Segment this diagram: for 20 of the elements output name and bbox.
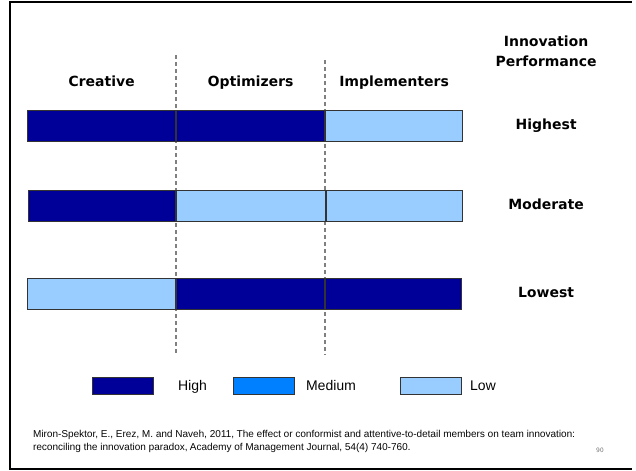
column-header: Implementers	[338, 74, 450, 90]
row-label: Highest	[514, 117, 578, 133]
bar-segment	[176, 190, 326, 222]
legend-label: High	[178, 377, 207, 393]
row-label: Moderate	[507, 197, 585, 213]
bar-segment	[176, 110, 325, 142]
bar-segment	[27, 110, 176, 142]
bar-segment	[28, 190, 176, 222]
citation: Miron-Spektor, E., Erez, M. and Naveh, 2011, The effect or conformist and attentive-to-detail members on team innovation: reconciling the innovation paradox, Academy of Management Journal, 54(4) 740-760.	[33, 428, 576, 454]
bar-segment	[326, 190, 463, 222]
row-label: Lowest	[517, 285, 575, 301]
legend-label: Low	[470, 377, 496, 393]
bar-segment	[176, 278, 325, 310]
bar-segment	[325, 278, 462, 310]
legend-label: Medium	[306, 377, 356, 393]
axis-title: Innovation Performance	[494, 33, 598, 72]
bar-segment	[27, 278, 176, 310]
bar-segment	[325, 110, 463, 142]
column-header: Creative	[67, 74, 136, 90]
column-header: Optimizers	[206, 74, 294, 90]
